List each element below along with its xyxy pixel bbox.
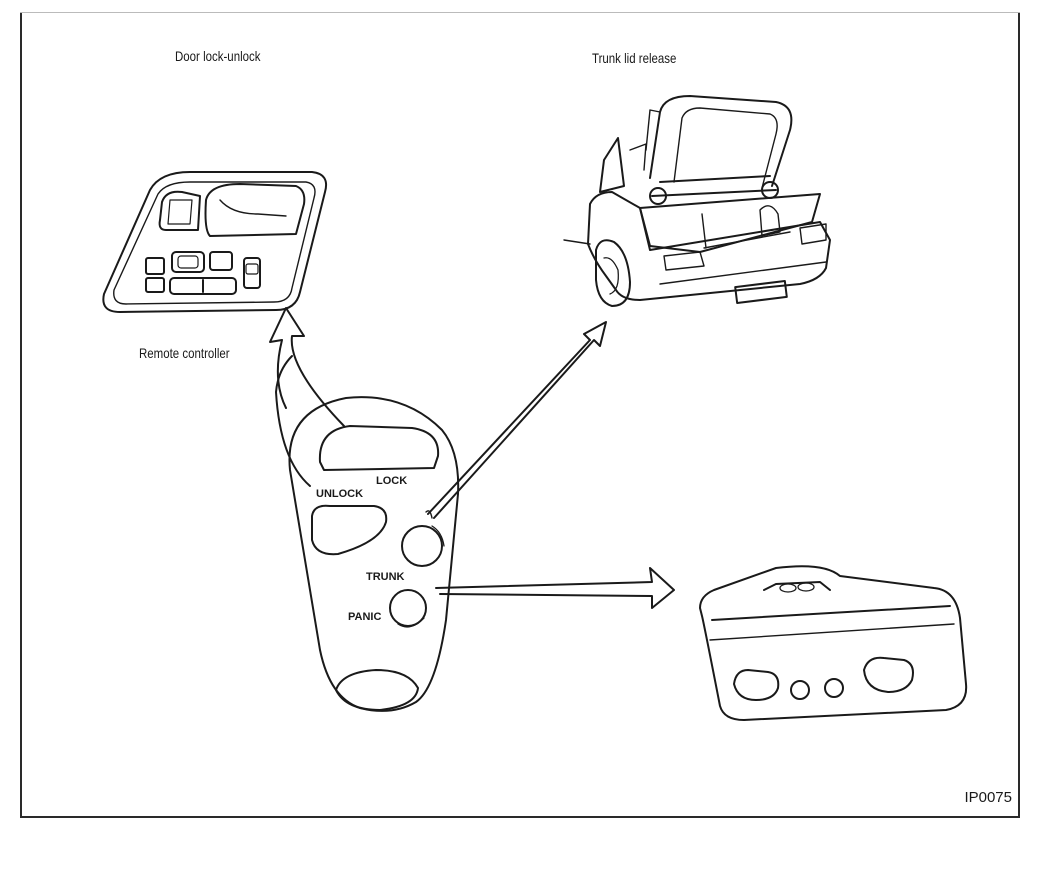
car-trunk-illustration [564, 96, 830, 306]
unlock-button-label: UNLOCK [316, 488, 363, 500]
arrow-to-door-panel [270, 308, 344, 486]
overhead-console [700, 566, 966, 720]
panic-button-label: PANIC [348, 611, 381, 623]
arrow-to-trunk [426, 322, 606, 518]
lock-button-shape [320, 426, 438, 470]
arrow-to-panic-unit [436, 568, 674, 608]
door-switch-panel [103, 172, 326, 312]
lock-button-label: LOCK [376, 475, 407, 487]
unlock-button-shape [312, 506, 386, 555]
trunk-button-label: TRUNK [366, 571, 405, 583]
trunk-button-shape [402, 526, 442, 566]
remote-controller-fob [289, 397, 458, 711]
